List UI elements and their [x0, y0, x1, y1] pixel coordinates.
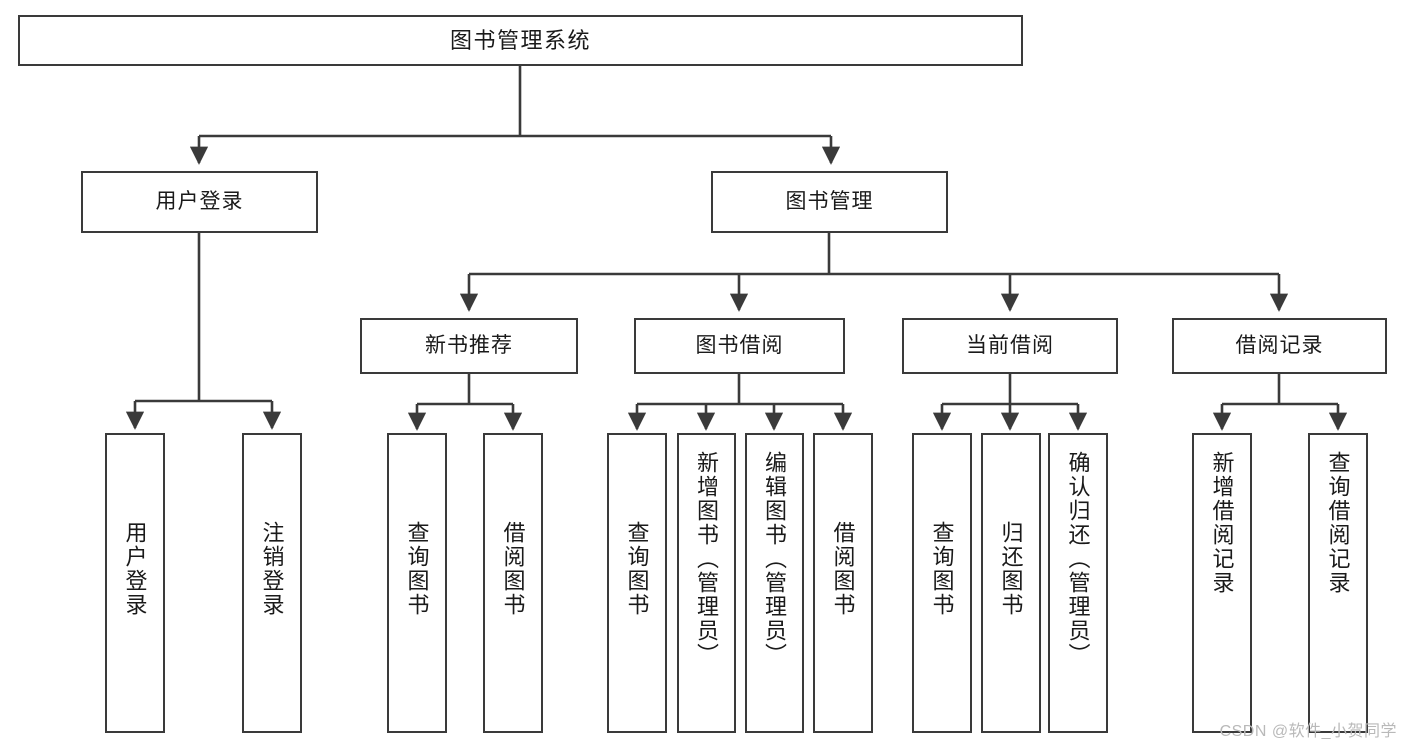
node-label: 借阅图书: [500, 521, 526, 617]
node-label: 借阅记录: [1235, 333, 1324, 357]
node-label: 图书管理: [785, 189, 874, 213]
node-label: 当前借阅: [966, 333, 1054, 357]
leaf-user-login-logout[interactable]: 注销登录: [242, 433, 302, 733]
node-label: 确认归还（管理员）: [1065, 451, 1091, 667]
leaf-borrow-record-add-record[interactable]: 新增借阅记录: [1192, 433, 1252, 733]
node-root-system[interactable]: 图书管理系统: [18, 15, 1023, 66]
leaf-new-book-query-book[interactable]: 查询图书: [387, 433, 447, 733]
node-book-borrow[interactable]: 图书借阅: [634, 318, 845, 374]
node-label: 查询借阅记录: [1325, 451, 1351, 595]
node-new-book-recommend[interactable]: 新书推荐: [360, 318, 578, 374]
leaf-book-borrow-add-book-admin[interactable]: 新增图书（管理员）: [677, 433, 736, 733]
node-label: 新书推荐: [425, 333, 513, 357]
leaf-book-borrow-edit-book-admin[interactable]: 编辑图书（管理员）: [745, 433, 804, 733]
leaf-book-borrow-borrow-book[interactable]: 借阅图书: [813, 433, 873, 733]
node-borrow-record[interactable]: 借阅记录: [1172, 318, 1387, 374]
leaf-borrow-record-query-record[interactable]: 查询借阅记录: [1308, 433, 1368, 733]
node-label: 用户登录: [122, 521, 148, 617]
node-label: 图书管理系统: [449, 27, 591, 53]
node-label: 新增图书（管理员）: [694, 451, 720, 667]
node-book-management[interactable]: 图书管理: [711, 171, 948, 233]
node-label: 编辑图书（管理员）: [762, 451, 788, 667]
node-label: 查询图书: [404, 521, 430, 617]
node-label: 查询图书: [929, 521, 955, 617]
node-label: 新增借阅记录: [1209, 451, 1235, 595]
leaf-current-borrow-query-book[interactable]: 查询图书: [912, 433, 972, 733]
csdn-watermark: CSDN @软件_小贺同学: [1219, 723, 1397, 740]
leaf-book-borrow-query-book[interactable]: 查询图书: [607, 433, 667, 733]
leaf-current-borrow-confirm-return-admin[interactable]: 确认归还（管理员）: [1048, 433, 1108, 733]
node-label: 归还图书: [998, 521, 1024, 617]
node-current-borrow[interactable]: 当前借阅: [902, 318, 1118, 374]
node-user-login[interactable]: 用户登录: [81, 171, 318, 233]
node-label: 查询图书: [624, 521, 650, 617]
leaf-user-login-login[interactable]: 用户登录: [105, 433, 165, 733]
node-label: 注销登录: [259, 521, 285, 617]
node-label: 用户登录: [155, 189, 244, 213]
leaf-current-borrow-return-book[interactable]: 归还图书: [981, 433, 1041, 733]
node-label: 借阅图书: [830, 521, 856, 617]
node-label: 图书借阅: [695, 333, 784, 357]
leaf-new-book-borrow-book[interactable]: 借阅图书: [483, 433, 543, 733]
